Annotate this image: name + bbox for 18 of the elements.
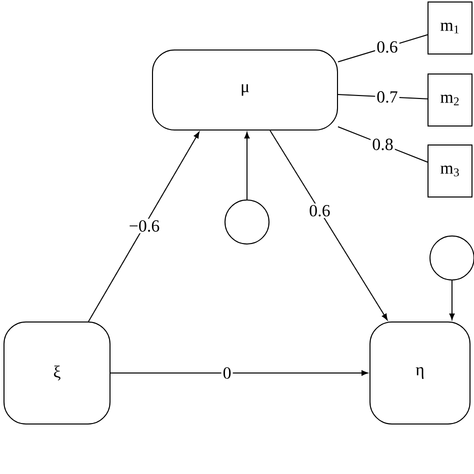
- variable-box: m$_{1}$: [428, 2, 472, 54]
- arrow: [244, 132, 250, 200]
- edge-label: 0: [221, 366, 233, 380]
- arrow: [110, 370, 368, 376]
- edge-label: 0.6: [375, 40, 400, 54]
- edge-label: −0.6: [127, 218, 162, 234]
- latent-box: μ: [152, 50, 338, 130]
- variable-box: m$_{3}$: [428, 144, 472, 198]
- arrow: [88, 132, 200, 322]
- latent-box: ξ: [4, 322, 110, 424]
- latent-box: η: [370, 322, 470, 424]
- arrow: [449, 280, 455, 320]
- variable-box: m$_{2}$: [428, 74, 472, 126]
- edge-label: 0.6: [308, 203, 332, 218]
- error-circle: [224, 200, 270, 244]
- edge-label: 0.8: [370, 137, 395, 152]
- arrow: [270, 130, 388, 320]
- edge-label: 0.7: [375, 90, 400, 104]
